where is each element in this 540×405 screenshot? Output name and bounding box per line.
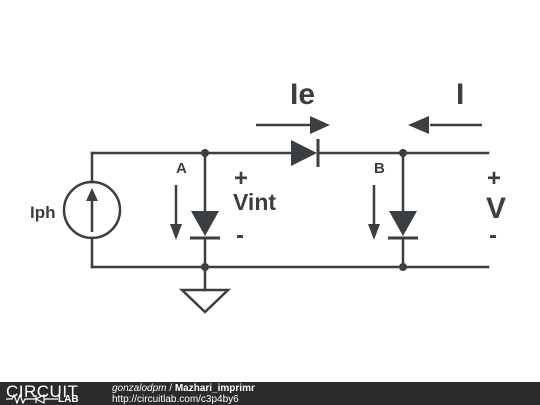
circuit-schematic: Iph A B + Vint - + V - Ie I <box>30 78 506 314</box>
label-v: V <box>486 192 506 225</box>
diode-a <box>190 211 220 240</box>
current-arrow-ie <box>256 116 330 134</box>
schematic-title[interactable]: Mazhari_imprimr <box>174 383 255 394</box>
logo-wire-icon <box>6 394 58 404</box>
current-arrow-b <box>368 185 380 240</box>
author-name[interactable]: gonzalodpm <box>112 383 167 394</box>
junction-dot <box>201 263 209 271</box>
ground-symbol <box>178 288 232 314</box>
credit-separator: / <box>166 383 175 394</box>
label-i: I <box>456 78 464 111</box>
label-ie: Ie <box>290 78 315 111</box>
junction-dot <box>399 263 407 271</box>
junction-dot <box>399 149 407 157</box>
circuitlab-logo: CIRCUIT LAB <box>6 382 106 405</box>
junction-dot <box>201 149 209 157</box>
label-node-b: B <box>374 160 385 177</box>
label-minus-out: - <box>489 222 497 249</box>
label-node-a: A <box>176 160 187 177</box>
label-plus-out: + <box>487 165 501 192</box>
current-arrow-a <box>170 185 182 240</box>
current-arrow-i <box>408 116 482 134</box>
schematic-url[interactable]: http://circuitlab.com/c3p4by6 <box>112 394 239 405</box>
series-diode <box>291 139 320 167</box>
footer-bar: CIRCUIT LAB gonzalodpm / Mazhari_imprimr… <box>0 382 540 405</box>
label-plus-int: + <box>234 165 248 192</box>
footer-credits: gonzalodpm / Mazhari_imprimr http://circ… <box>112 383 255 405</box>
diode-b <box>388 211 418 240</box>
label-vint: Vint <box>233 189 276 215</box>
logo-circuit-text: CIRCUIT <box>6 382 79 401</box>
current-source-iph <box>62 180 122 240</box>
label-minus-int: - <box>236 222 244 249</box>
label-iph: Iph <box>30 203 56 222</box>
logo-lab-text: LAB <box>58 394 79 405</box>
